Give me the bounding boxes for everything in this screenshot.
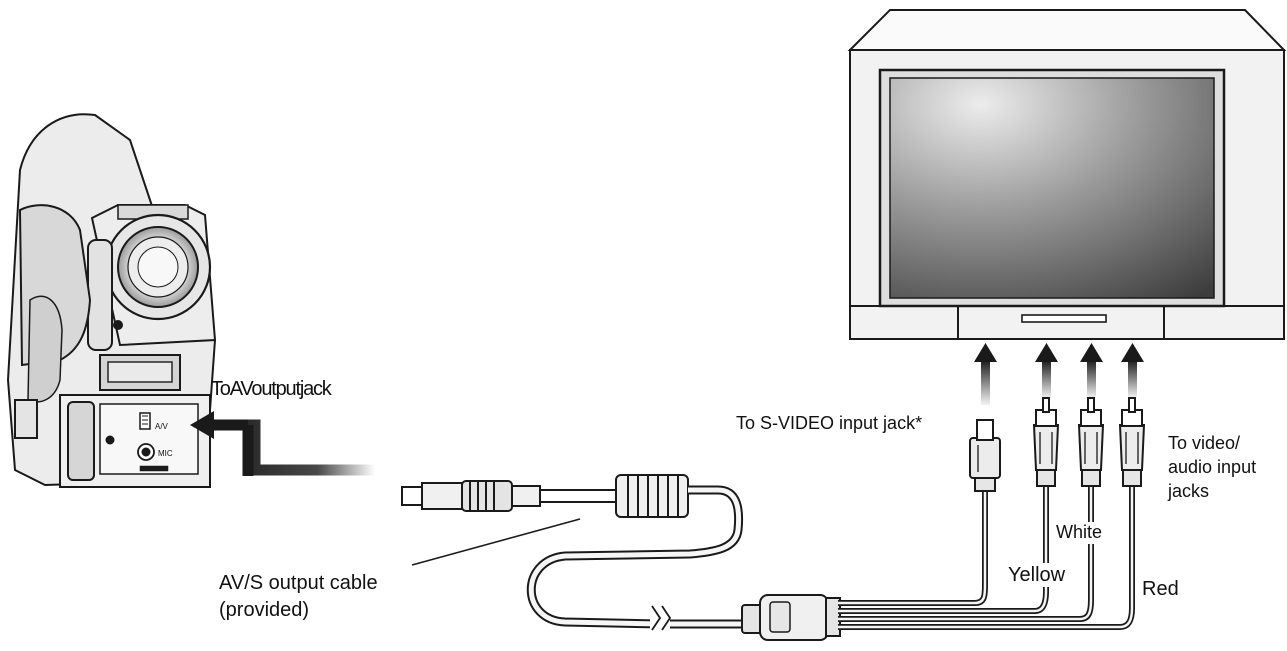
television [847,9,1287,340]
camera-av-label: A/V [155,422,169,431]
rca-plug-red [1118,397,1146,487]
red-label: Red [1142,578,1179,600]
yellow-label: Yellow [1006,563,1068,587]
tv-input-arrows [974,343,1144,405]
cable-leader-line [411,518,581,566]
svideo-plug [969,419,1001,492]
camera-mic-label: MIC [158,449,173,458]
branch-wires [838,485,1135,630]
svideo-input-label: To S-VIDEO input jack* [736,413,923,433]
connection-arrow-camera [190,411,375,476]
rca-plug-white [1077,397,1105,487]
av-s-cable [401,474,841,641]
av-output-jack-label: ToAVoutputjack [211,378,332,400]
white-label: White [1054,522,1105,544]
cable-label: AV/S output cable (provided) [219,572,378,621]
tv-screen [889,77,1215,299]
camcorder [6,113,217,488]
rca-plug-yellow [1032,397,1060,487]
video-audio-input-label: To video/ audio input jacks [1168,433,1257,501]
